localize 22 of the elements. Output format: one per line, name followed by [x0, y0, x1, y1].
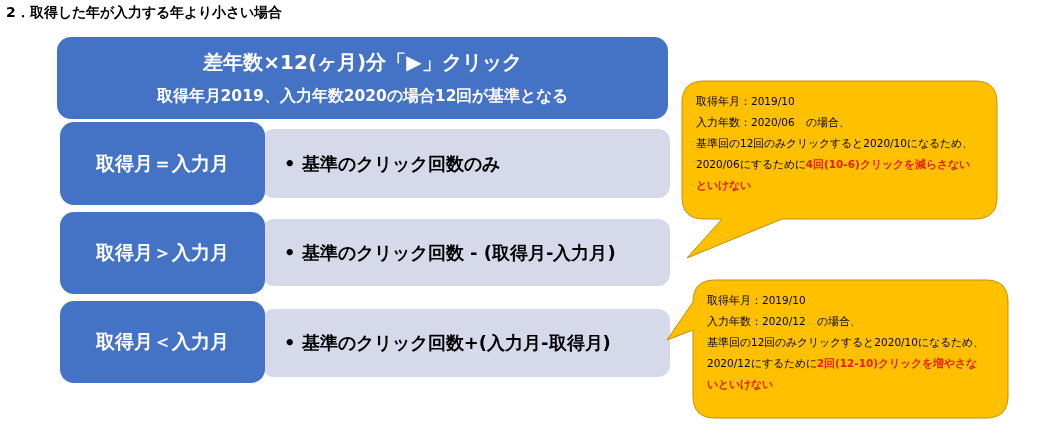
- condition-box: [60, 212, 265, 294]
- condition-box: [60, 301, 265, 383]
- note-text: 取得年月：2019/10: [696, 94, 796, 109]
- note-text: 入力年数：2020/12 の場合、: [707, 314, 862, 329]
- formula-box: [262, 219, 670, 286]
- formula-text: • 基準のクリック回数+(入力月-取得月): [284, 331, 611, 355]
- header-box: [57, 37, 668, 119]
- note-text: 基準回の12回のみクリックすると2020/10になるため、2020/12にするために2回(12-10)クリックを増やさないといけない: [707, 335, 984, 393]
- header-subtitle: 取得年月2019、入力年数2020の場合12回が基準となる: [156, 86, 569, 107]
- note-text: 取得年月：2019/10: [707, 293, 807, 308]
- condition-text: 取得月＝入力月: [96, 150, 229, 176]
- condition-text: 取得月＞入力月: [96, 240, 229, 265]
- note-text: 基準回の12回のみクリックすると2020/10になるため、2020/06にするために4回(10-6)クリックを減らさないといけない: [696, 136, 973, 194]
- header-title: 差年数×12(ヶ月)分「▶」クリック: [203, 49, 522, 76]
- note-text: 入力年数：2020/06 の場合、: [696, 115, 851, 130]
- formula-text: • 基準のクリック回数 - (取得月-入力月): [284, 240, 616, 265]
- formula-box: [262, 309, 670, 377]
- page-title: 2．取得した年が入力する年より小さい場合: [6, 4, 282, 22]
- formula-box: [262, 129, 670, 198]
- formula-text: • 基準のクリック回数のみ: [284, 151, 500, 176]
- condition-text: 取得月＜入力月: [96, 329, 229, 354]
- condition-box: [60, 122, 265, 205]
